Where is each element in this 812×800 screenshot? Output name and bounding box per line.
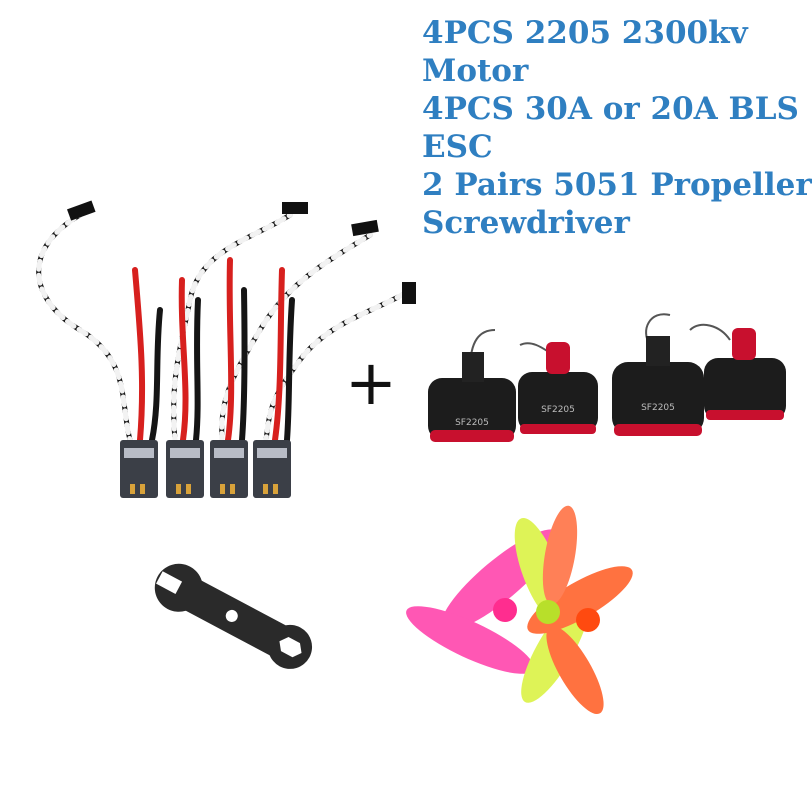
motor-3-label: SF2205 bbox=[641, 403, 675, 413]
signal-wires bbox=[36, 212, 413, 443]
product-description: 4PCS 2205 2300kv Motor 4PCS 30A or 20A B… bbox=[422, 14, 812, 242]
motor-1: SF2205 bbox=[428, 352, 516, 442]
propeller-hubs bbox=[493, 598, 600, 632]
esc-boards bbox=[120, 440, 291, 498]
propeller-blades bbox=[406, 505, 633, 715]
line-screwdriver: Screwdriver bbox=[422, 205, 630, 241]
wrench-icon bbox=[154, 563, 313, 669]
line-propeller: 2 Pairs 5051 Propeller bbox=[422, 167, 812, 203]
power-wires bbox=[132, 257, 295, 443]
motor-3: SF2205 bbox=[612, 336, 704, 436]
motor-4 bbox=[704, 328, 786, 420]
plus-sign: + bbox=[345, 346, 397, 419]
line-esc-cont: ESC bbox=[422, 129, 493, 165]
line-motors-cont: Motor bbox=[422, 53, 529, 89]
line-motors: 4PCS 2205 2300kv bbox=[422, 15, 748, 51]
motor-2: SF2205 bbox=[518, 342, 598, 434]
motor-1-label: SF2205 bbox=[455, 418, 489, 428]
servo-connectors bbox=[67, 200, 416, 304]
motor-2-label: SF2205 bbox=[541, 405, 575, 415]
line-esc: 4PCS 30A or 20A BLS bbox=[422, 91, 799, 127]
